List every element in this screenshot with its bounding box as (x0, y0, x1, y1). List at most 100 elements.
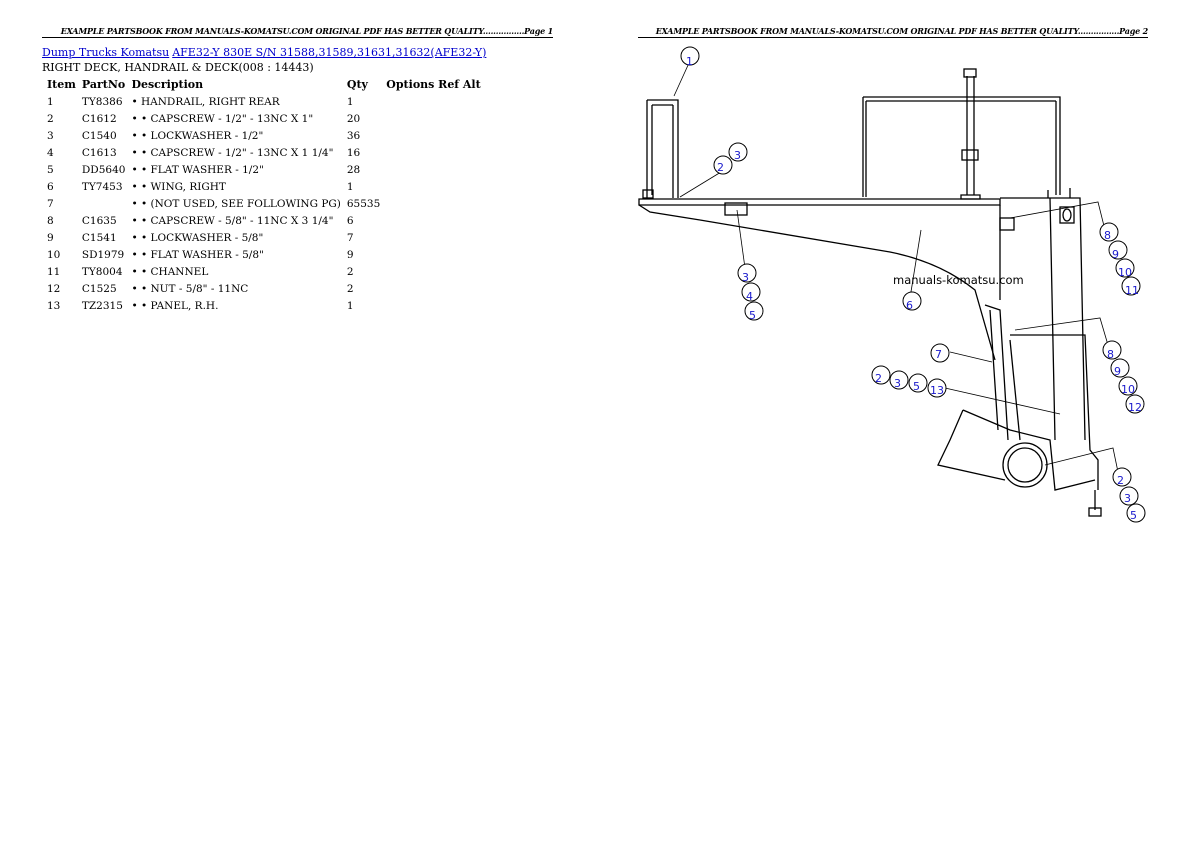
cell-item: 9 (47, 231, 54, 244)
cell-partno: C1612 (81, 112, 117, 125)
breadcrumb-link-category[interactable]: Dump Trucks Komatsu (42, 46, 170, 59)
cell-item: 6 (47, 180, 54, 193)
cell-options (383, 297, 483, 314)
cell-options (383, 280, 483, 297)
cell-qty: 20 (346, 112, 361, 125)
cell-item: 8 (47, 214, 54, 227)
cell-item: 1 (47, 95, 54, 108)
callout-11: 11 (1125, 284, 1139, 297)
cell-options (383, 110, 483, 127)
cell-partno: TY8004 (81, 265, 123, 278)
cell-qty: 2 (346, 282, 354, 295)
cell-partno: TY8386 (81, 95, 123, 108)
table-row: 7• • (NOT USED, SEE FOLLOWING PG)65535 (44, 195, 484, 212)
parts-table: Item PartNo Description Qty Options Ref … (44, 77, 484, 314)
header-qty: Qty (346, 77, 368, 91)
callout-4: 4 (746, 290, 753, 303)
cell-qty: 9 (346, 248, 354, 261)
table-row: 1 TY8386 • HANDRAIL, RIGHT REAR 1 (44, 93, 484, 110)
cell-item: 10 (47, 248, 61, 261)
table-header-row: Item PartNo Description Qty Options Ref … (44, 77, 484, 93)
callout-8: 8 (1104, 229, 1111, 242)
cell-qty: 7 (346, 231, 354, 244)
cell-options (383, 246, 483, 263)
cell-partno: DD5640 (81, 163, 126, 176)
cell-options (383, 229, 483, 246)
table-row: 3 C1540 • • LOCKWASHER - 1/2" 36 (44, 127, 484, 144)
header-item: Item (47, 77, 76, 91)
page-1-header: EXAMPLE PARTSBOOK FROM MANUALS-KOMATSU.C… (42, 26, 553, 38)
cell-item: 2 (47, 112, 54, 125)
cell-description: • • LOCKWASHER - 5/8" (131, 231, 264, 244)
cell-qty: 1 (346, 180, 354, 193)
cell-partno (79, 195, 129, 212)
cell-options (383, 195, 483, 212)
callout-3: 3 (894, 377, 901, 390)
callout-9: 9 (1114, 365, 1121, 378)
cell-item: 12 (47, 282, 61, 295)
parts-diagram: 1 3 2 3 4 5 6 7 8 9 10 11 8 9 10 12 2 3 … (638, 46, 1146, 523)
header-partno: PartNo (81, 77, 126, 91)
callout-7: 7 (935, 348, 942, 361)
header-description: Description (131, 77, 204, 91)
cell-options (383, 127, 483, 144)
cell-description: • • WING, RIGHT (131, 180, 226, 193)
cell-description: • • CAPSCREW - 1/2" - 13NC X 1 1/4" (131, 146, 334, 159)
cell-description: • • FLAT WASHER - 5/8" (131, 248, 264, 261)
callout-5: 5 (913, 380, 920, 393)
cell-qty: 65535 (346, 197, 381, 210)
breadcrumb-link-model[interactable]: AFE32-Y 830E S/N 31588,31589,31631,31632… (172, 46, 487, 59)
table-row: 6 TY7453 • • WING, RIGHT 1 (44, 178, 484, 195)
cell-partno: C1540 (81, 129, 117, 142)
callout-9: 9 (1112, 248, 1119, 261)
cell-item: 7 (47, 197, 54, 210)
callout-2: 2 (717, 161, 724, 174)
cell-partno: SD1979 (81, 248, 125, 261)
cell-options (383, 263, 483, 280)
leader-lines (673, 62, 1119, 473)
callout-3: 3 (734, 149, 741, 162)
callout-8: 8 (1107, 348, 1114, 361)
cell-options (383, 93, 483, 110)
cell-options (383, 178, 483, 195)
cell-item: 5 (47, 163, 54, 176)
callout-2: 2 (1117, 474, 1124, 487)
callout-10: 10 (1121, 383, 1135, 396)
cell-qty: 1 (346, 95, 354, 108)
assembly-drawing (638, 68, 1102, 517)
cell-description: • HANDRAIL, RIGHT REAR (131, 95, 280, 108)
cell-partno: C1541 (81, 231, 117, 244)
callout-1: 1 (686, 55, 693, 68)
table-row: 2 C1612 • • CAPSCREW - 1/2" - 13NC X 1" 20 (44, 110, 484, 127)
cell-options (383, 161, 483, 178)
cell-description: • • PANEL, R.H. (131, 299, 219, 312)
callouts: 1 3 2 3 4 5 6 7 8 9 10 11 8 9 10 12 2 3 … (680, 46, 1146, 523)
callout-5: 5 (1130, 509, 1137, 522)
table-row: 9 C1541 • • LOCKWASHER - 5/8" 7 (44, 229, 484, 246)
cell-item: 3 (47, 129, 54, 142)
cell-description: • • CHANNEL (131, 265, 209, 278)
callout-3: 3 (742, 271, 749, 284)
cell-description: • • CAPSCREW - 5/8" - 11NC X 3 1/4" (131, 214, 334, 227)
cell-qty: 16 (346, 146, 361, 159)
cell-qty: 36 (346, 129, 361, 142)
callout-2: 2 (875, 372, 882, 385)
cell-item: 13 (47, 299, 61, 312)
cell-options (383, 212, 483, 229)
cell-partno: C1613 (81, 146, 117, 159)
callout-3: 3 (1124, 492, 1131, 505)
cell-qty: 28 (346, 163, 361, 176)
cell-partno: TZ2315 (81, 299, 123, 312)
cell-partno: TY7453 (81, 180, 123, 193)
cell-description: • • LOCKWASHER - 1/2" (131, 129, 264, 142)
cell-options (383, 144, 483, 161)
cell-description: • • CAPSCREW - 1/2" - 13NC X 1" (131, 112, 314, 125)
cell-qty: 2 (346, 265, 354, 278)
